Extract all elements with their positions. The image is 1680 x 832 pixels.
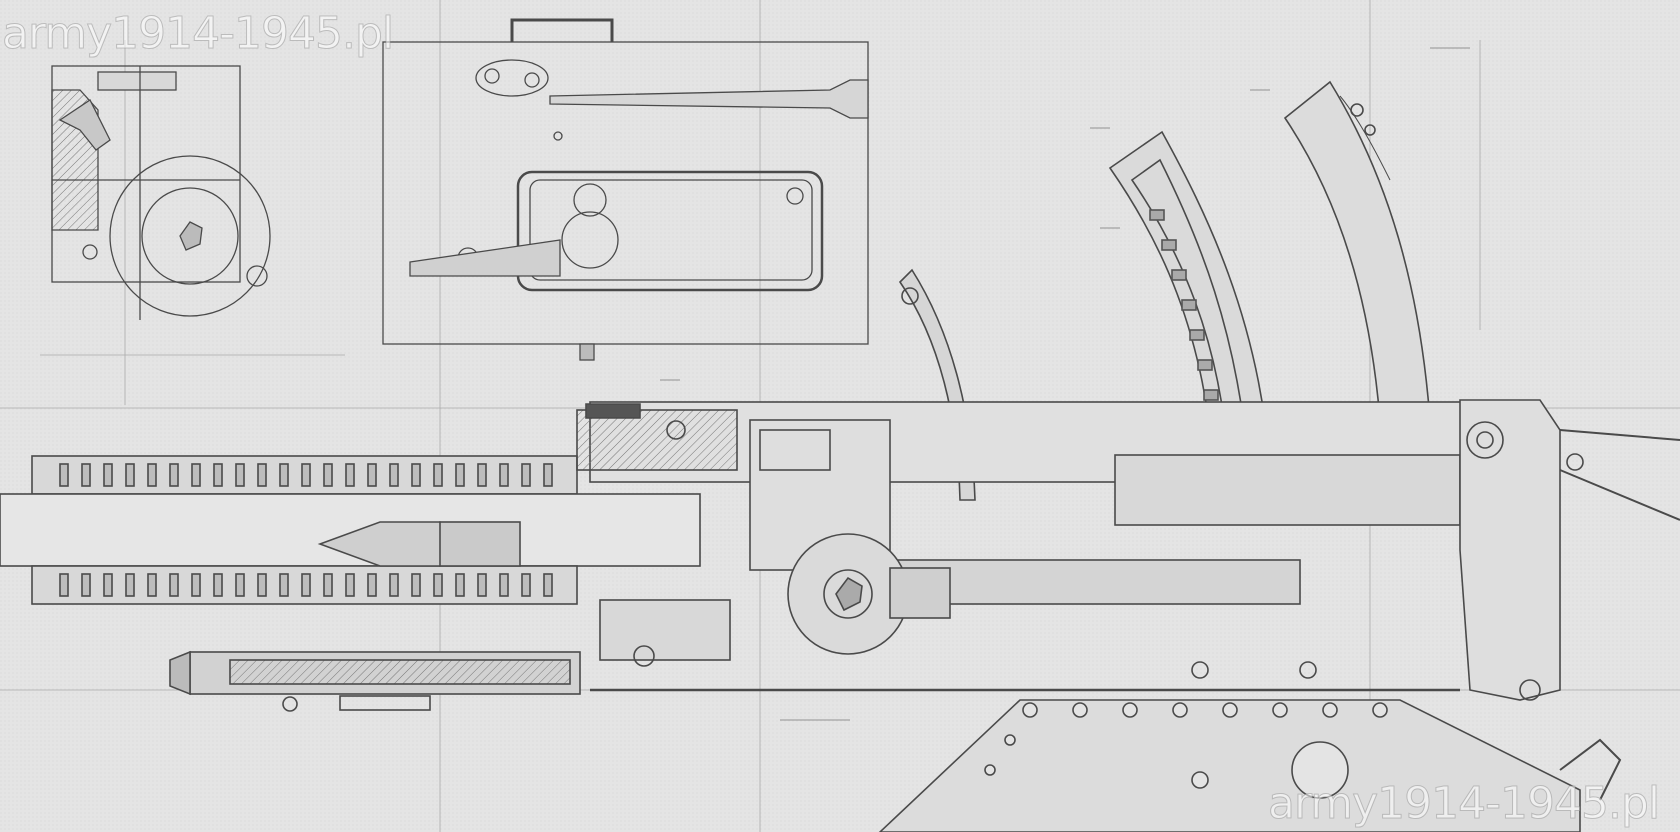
breech-mechanism: [576, 403, 951, 667]
watermark-top: army1914-1945.pl: [1, 8, 394, 60]
dimension-marks: [660, 47, 1470, 721]
barrel: [0, 455, 701, 605]
breech-detail-view: [51, 65, 271, 320]
mount-plate: [878, 699, 1622, 832]
cover-plate-view: [382, 18, 869, 361]
watermark-bottom: army1914-1945.pl: [1267, 778, 1660, 830]
recoil-spring-assembly: [169, 650, 581, 712]
barrel-fins-bottom: [59, 573, 553, 597]
barrel-fins-top: [59, 463, 553, 487]
